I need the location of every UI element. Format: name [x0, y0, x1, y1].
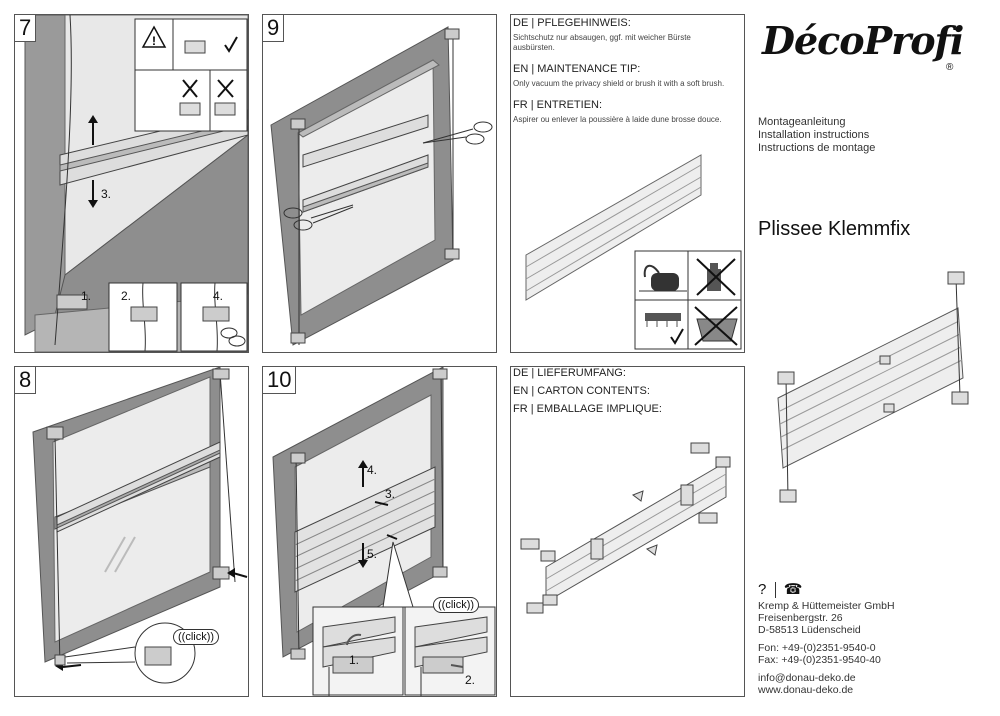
step-10-illustration — [272, 367, 496, 696]
contents-heading-en: EN | CARTON CONTENTS: — [513, 385, 650, 397]
step-label: 4. — [367, 463, 378, 477]
step-label: 3. — [101, 187, 112, 201]
company-name: Kremp & Hüttemeister GmbH — [758, 600, 895, 613]
step-8-illustration — [32, 367, 248, 684]
step-label: 1. — [349, 653, 360, 667]
click-label: ((click)) — [433, 597, 480, 613]
step-9-illustration — [270, 26, 493, 346]
step-label: 2. — [465, 673, 476, 687]
maintenance-text-fr: Aspirer ou enlever la poussière à laide … — [513, 115, 722, 124]
help-icon: ? — [758, 581, 767, 598]
registered-mark: ® — [946, 62, 954, 73]
maintenance-text-en: Only vacuum the privacy shield or brush … — [513, 79, 725, 88]
email-link[interactable]: info@donau-deko.de — [758, 672, 856, 685]
click-label: ((click)) — [173, 629, 220, 645]
step-10-panel: 10 4. — [262, 366, 497, 697]
product-title: Plissee Klemmfix — [758, 218, 911, 240]
city-address: D-58513 Lüdenscheid — [758, 624, 861, 637]
contents-heading-fr: FR | EMBALLAGE IMPLIQUE: — [513, 403, 662, 415]
step-number: 10 — [263, 367, 297, 394]
subtitle-en: Installation instructions — [758, 129, 870, 141]
website-link[interactable]: www.donau-deko.de — [758, 684, 854, 697]
maintenance-heading-de: DE | PFLEGEHINWEIS: — [513, 17, 631, 29]
step-7-illustration: ! — [24, 15, 248, 352]
step-label: 5. — [367, 547, 378, 561]
phone-number: Fon: +49-(0)2351-9540-0 — [758, 642, 876, 655]
contents-heading-de: DE | LIEFERUMFANG: — [513, 367, 626, 379]
subtitle-fr: Instructions de montage — [758, 142, 876, 154]
step-label: 4. — [213, 289, 224, 303]
brand-logo: DécoProfi ® — [758, 16, 978, 76]
step-8-panel: 8 ((click)) — [14, 366, 249, 697]
product-illustration — [777, 271, 969, 503]
maintenance-heading-en: EN | MAINTENANCE TIP: — [513, 63, 641, 75]
maintenance-panel: DE | PFLEGEHINWEIS: Sichtschutz nur absa… — [510, 14, 745, 353]
logo-text: DécoProfi — [762, 18, 964, 63]
step-label: 2. — [121, 289, 132, 303]
step-7-panel: 7 ! — [14, 14, 249, 353]
svg-text:!: ! — [152, 34, 156, 48]
maintenance-text-de: Sichtschutz nur absaugen, ggf. mit weich… — [513, 33, 691, 52]
carton-contents-panel: DE | LIEFERUMFANG: EN | CARTON CONTENTS:… — [510, 366, 745, 697]
fax-number: Fax: +49-(0)2351-9540-40 — [758, 654, 881, 667]
step-number: 9 — [263, 15, 285, 42]
step-9-panel: 9 — [262, 14, 497, 353]
street-address: Freisenbergstr. 26 — [758, 612, 843, 625]
phone-icon: ☎ — [783, 581, 803, 598]
subtitle-de: Montageanleitung — [758, 116, 846, 128]
step-label: 3. — [385, 487, 396, 501]
carton-contents-illustration — [520, 442, 731, 614]
maintenance-heading-fr: FR | ENTRETIEN: — [513, 99, 603, 111]
step-label: 1. — [81, 289, 92, 303]
step-number: 7 — [15, 15, 37, 42]
step-number: 8 — [15, 367, 37, 394]
maintenance-illustration — [525, 154, 742, 350]
